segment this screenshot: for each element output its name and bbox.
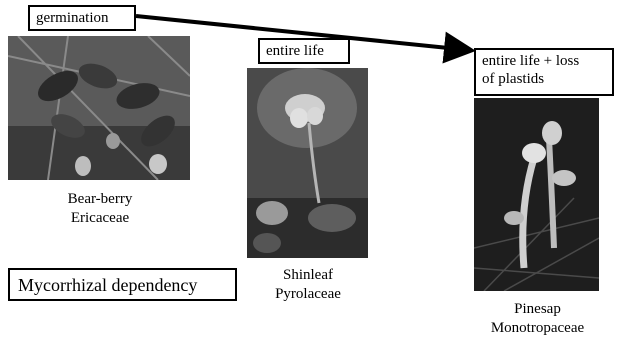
bearberry-common-name: Bear-berry	[40, 190, 160, 209]
bearberry-family: Ericaceae	[40, 209, 160, 228]
germination-text: germination	[36, 10, 108, 26]
stage-germination-label: germination	[28, 5, 136, 31]
mycorrhizal-dependency-label: Mycorrhizal dependency	[8, 268, 237, 301]
bearberry-photo	[8, 36, 190, 180]
entire-life-loss-line1: entire life + loss	[482, 52, 606, 70]
pinesap-family: Monotropaceae	[470, 319, 605, 338]
pinesap-caption: Pinesap Monotropaceae	[470, 300, 605, 338]
entire-life-loss-line2: of plastids	[482, 70, 606, 88]
bearberry-caption: Bear-berry Ericaceae	[40, 190, 160, 228]
shinleaf-common-name: Shinleaf	[248, 266, 368, 285]
pinesap-photo	[474, 98, 599, 291]
stage-entire-life-loss-label: entire life + loss of plastids	[474, 48, 614, 96]
pinesap-common-name: Pinesap	[470, 300, 605, 319]
shinleaf-caption: Shinleaf Pyrolaceae	[248, 266, 368, 304]
entire-life-text: entire life	[266, 43, 324, 59]
shinleaf-photo	[247, 68, 368, 258]
stage-entire-life-label: entire life	[258, 38, 350, 64]
mycorrhizal-dependency-text: Mycorrhizal dependency	[18, 275, 197, 295]
shinleaf-family: Pyrolaceae	[248, 285, 368, 304]
